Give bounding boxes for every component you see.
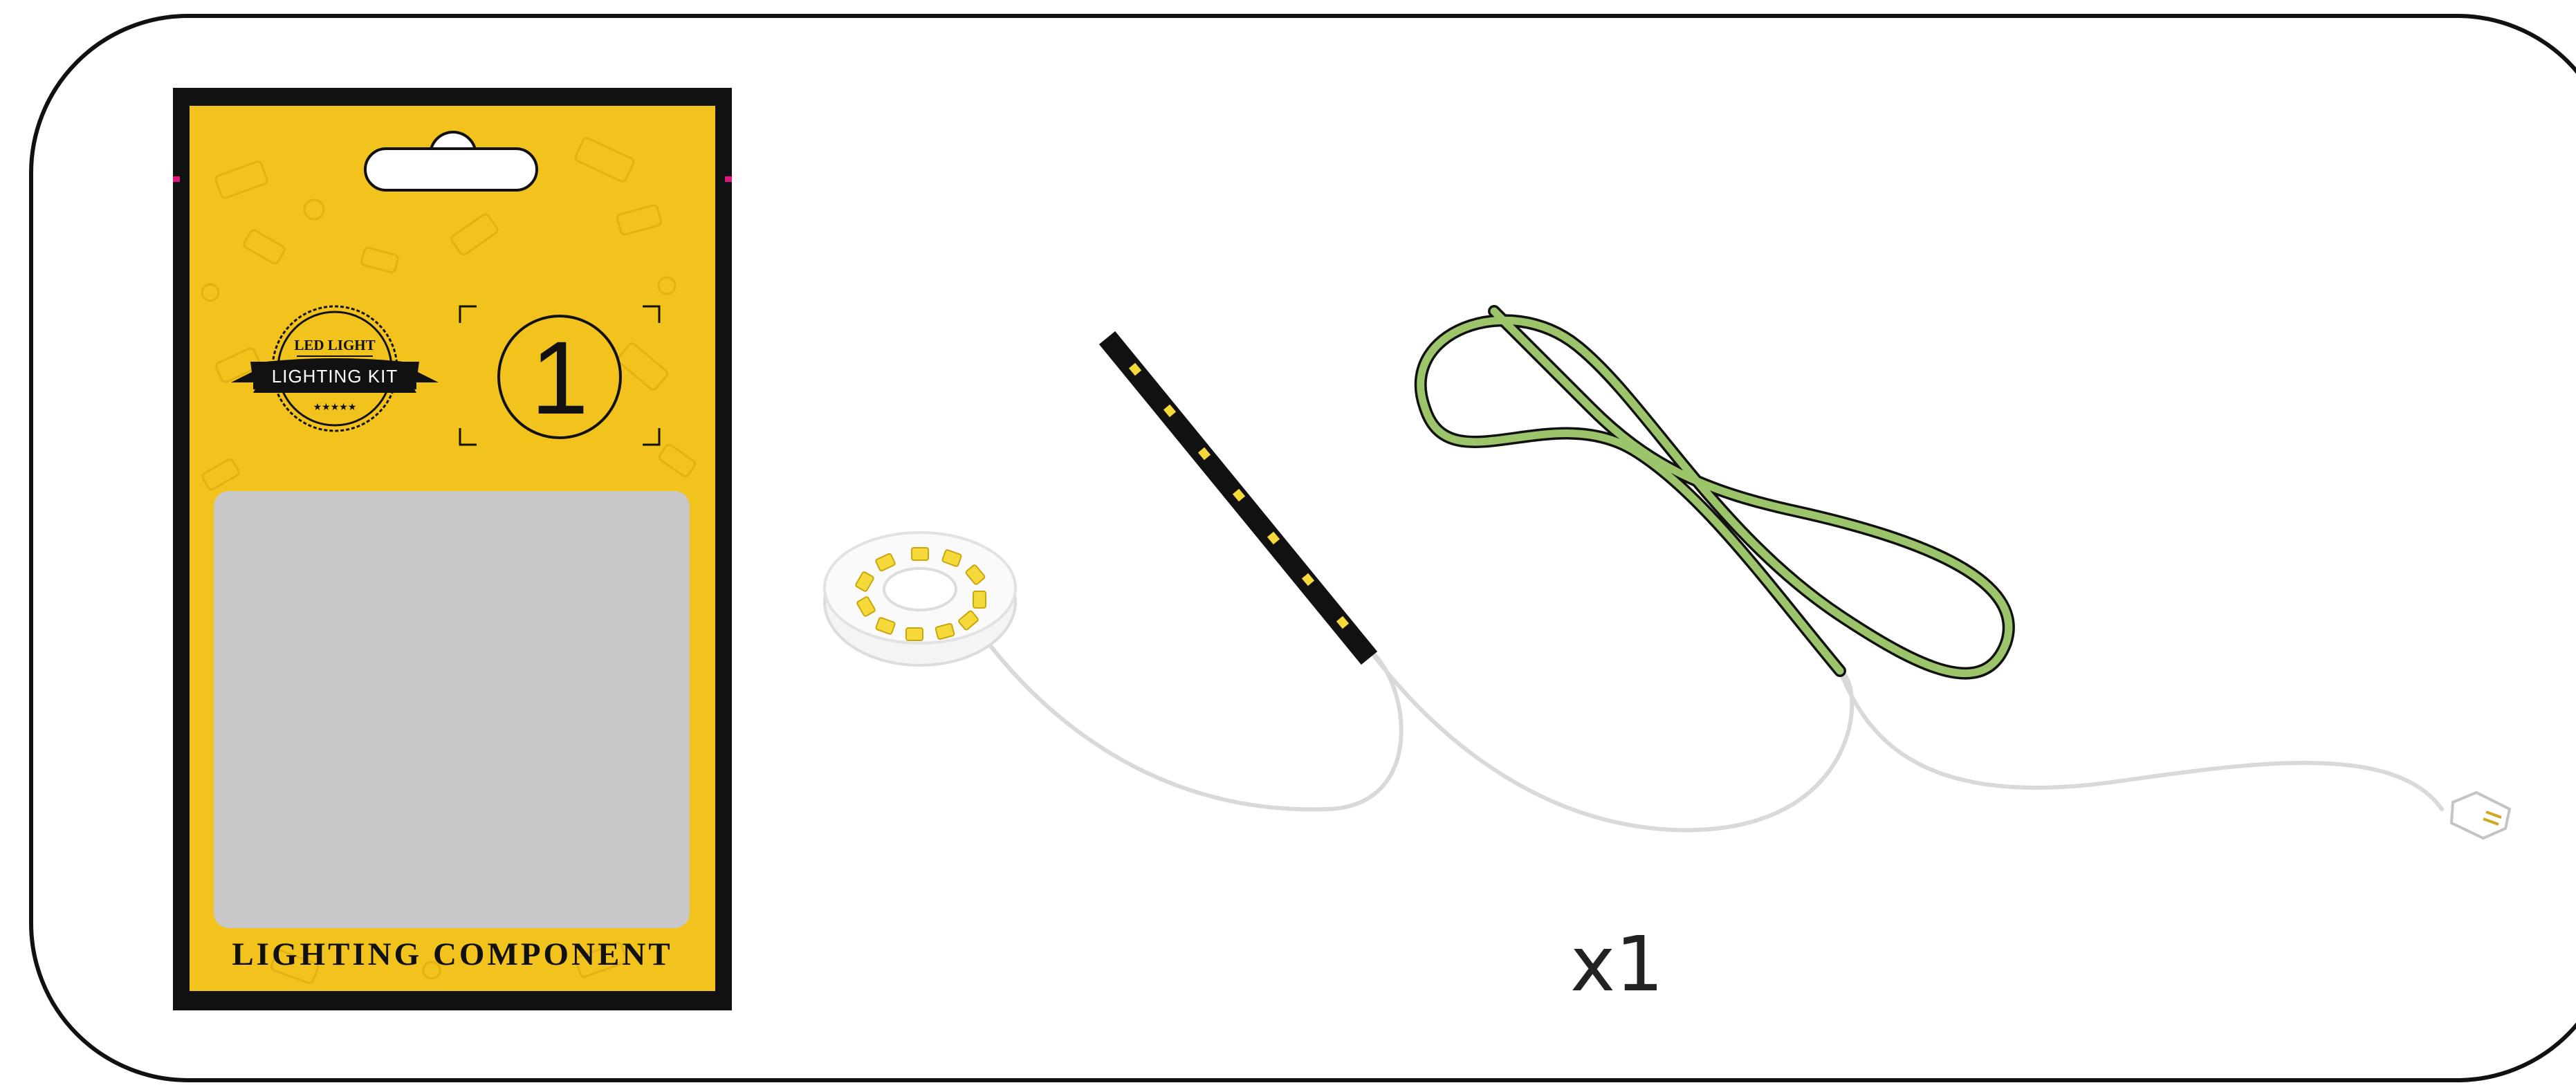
package-bag: LED LIGHT LIGHTING KIT ★★★★★ 1 LIGHTING … [173,88,732,1010]
led-ring [823,531,1017,667]
quantity-label: x1 [1570,920,1664,1008]
connector-plug [2449,790,2512,840]
package-caption: LIGHTING COMPONENT [232,936,673,972]
connecting-wires [984,638,2444,833]
badge-ribbon-text: LIGHTING KIT [272,366,398,387]
kit-number: 1 [531,320,588,436]
led-lighting-component [823,305,2512,840]
brick-pattern [201,137,697,984]
package-front: LED LIGHT LIGHTING KIT ★★★★★ 1 LIGHTING … [190,106,715,991]
led-strip [1098,331,1378,665]
package-window [214,491,690,928]
strip-leds [1128,362,1350,629]
pin-marker-right [725,176,732,182]
kit-number-box: 1 [459,305,661,446]
badge-top-text: LED LIGHT [294,337,375,353]
lighting-kit-badge: LED LIGHT LIGHTING KIT ★★★★★ [231,305,439,432]
ring-leds [855,547,986,641]
badge-stars: ★★★★★ [313,402,357,413]
pin-marker-left [173,176,180,182]
flexible-cable [1414,305,2015,680]
